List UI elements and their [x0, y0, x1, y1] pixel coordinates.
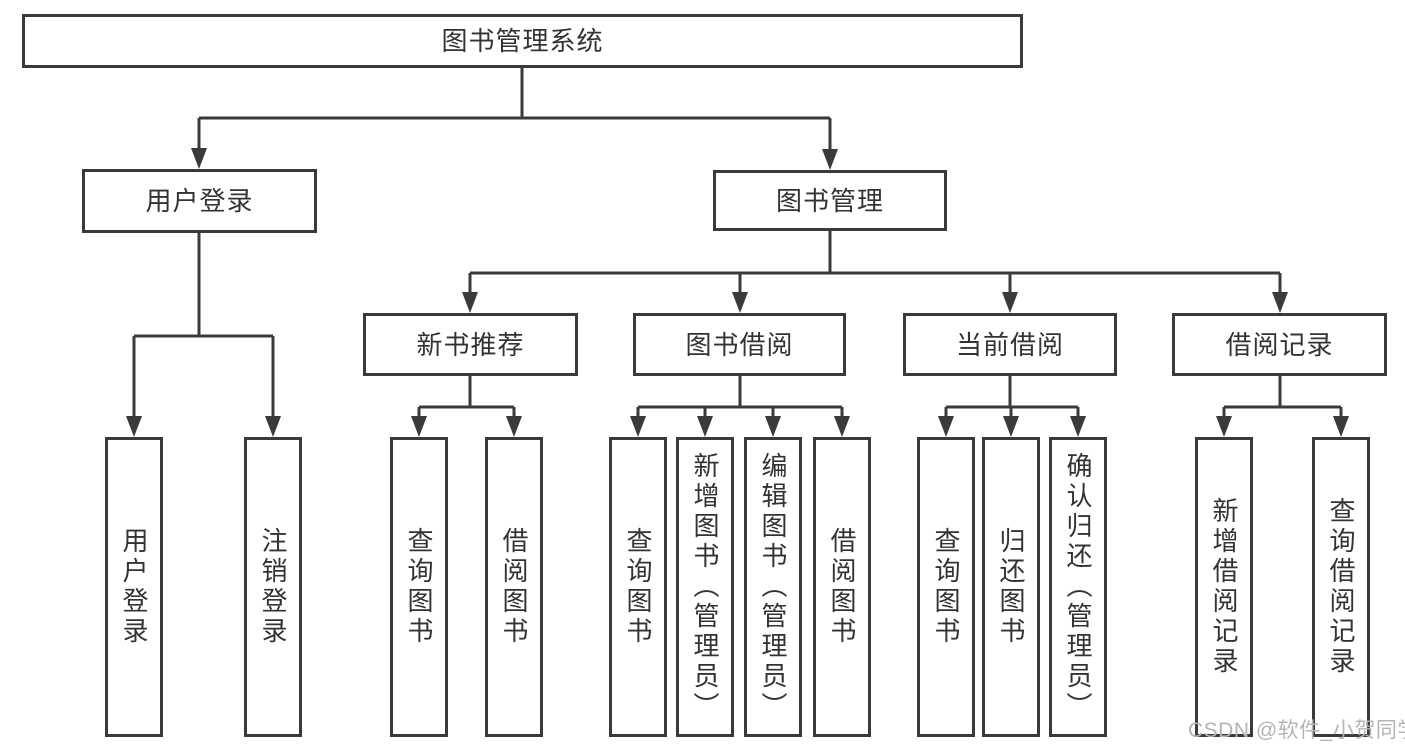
node-label: 编辑图书（管理员） — [758, 452, 788, 722]
leaf-borrow-edit-books-admin: 编辑图书（管理员） — [744, 437, 802, 737]
node-current-borrow: 当前借阅 — [903, 313, 1117, 376]
node-label: 查询图书 — [931, 527, 961, 647]
node-borrow-records: 借阅记录 — [1172, 313, 1387, 376]
node-label: 确认归还（管理员） — [1063, 452, 1093, 722]
connector-lines — [132, 68, 1343, 418]
node-label: 当前借阅 — [955, 329, 1064, 360]
node-label: 用户登录 — [119, 527, 149, 647]
node-root-system: 图书管理系统 — [22, 14, 1023, 68]
leaf-borrow-query-books: 查询图书 — [609, 437, 667, 737]
node-label: 注销登录 — [258, 527, 288, 647]
leaf-borrow-add-books-admin: 新增图书（管理员） — [676, 437, 734, 737]
node-label: 图书管理系统 — [441, 26, 604, 56]
node-label: 查询图书 — [623, 527, 653, 647]
node-label: 借阅图书 — [827, 527, 857, 647]
node-label: 归还图书 — [996, 527, 1026, 647]
leaf-user-login: 用户登录 — [105, 437, 163, 737]
node-label: 新增图书（管理员） — [690, 452, 720, 722]
leaf-recommend-query-books: 查询图书 — [390, 437, 448, 737]
node-label: 查询图书 — [404, 527, 434, 647]
leaf-logout: 注销登录 — [244, 437, 302, 737]
leaf-current-confirm-return-admin: 确认归还（管理员） — [1049, 437, 1107, 737]
node-new-book-recommend: 新书推荐 — [363, 313, 578, 376]
leaf-records-add-record: 新增借阅记录 — [1195, 437, 1253, 737]
node-label: 用户登录 — [145, 186, 254, 216]
leaf-recommend-borrow-books: 借阅图书 — [485, 437, 543, 737]
node-book-borrow: 图书借阅 — [633, 313, 846, 376]
csdn-watermark: CSDN @软件_小贺同学 — [1188, 719, 1405, 742]
node-label: 借阅图书 — [499, 527, 529, 647]
node-label: 借阅记录 — [1225, 329, 1334, 360]
node-label: 图书管理 — [775, 185, 884, 216]
node-book-management: 图书管理 — [713, 170, 947, 231]
arrowhead-icons — [126, 148, 1349, 437]
node-label: 图书借阅 — [685, 329, 794, 360]
leaf-current-query-books: 查询图书 — [917, 437, 975, 737]
node-user-login: 用户登录 — [82, 169, 317, 233]
leaf-borrow-borrow-books: 借阅图书 — [813, 437, 871, 737]
leaf-records-query-record: 查询借阅记录 — [1312, 437, 1370, 737]
node-label: 新书推荐 — [416, 329, 525, 360]
node-label: 新增借阅记录 — [1209, 497, 1239, 677]
leaf-current-return-books: 归还图书 — [982, 437, 1040, 737]
node-label: 查询借阅记录 — [1326, 497, 1356, 677]
